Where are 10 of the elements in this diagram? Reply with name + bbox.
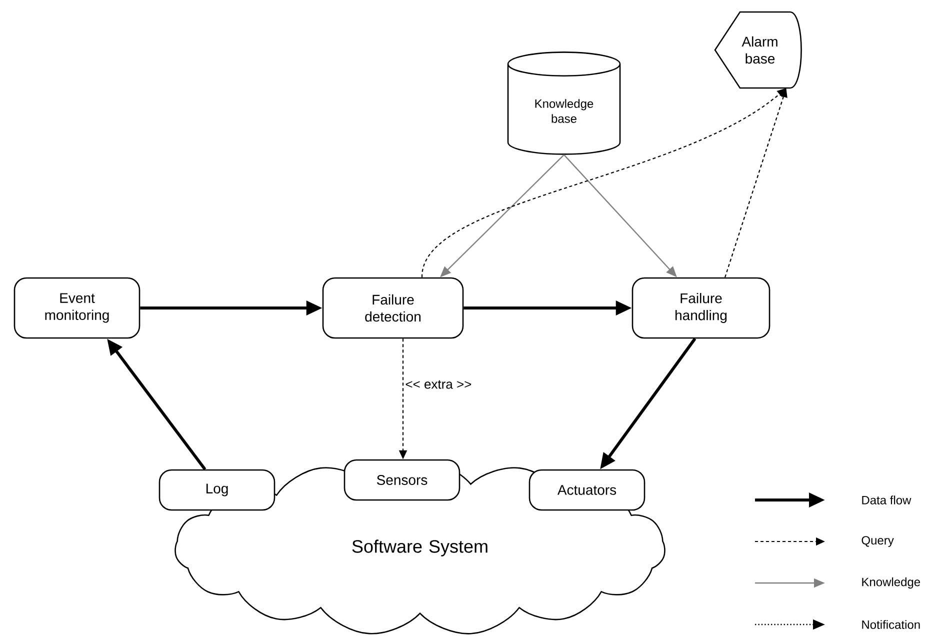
process-box: Failure handling — [632, 277, 770, 339]
legend-label: Data flow — [862, 496, 912, 504]
process-box: Event monitoring — [14, 277, 140, 339]
legend-label: Notification — [862, 620, 920, 629]
process-box: Log — [158, 469, 276, 511]
legend-label: Query — [862, 536, 894, 547]
edge-label: << extra >> — [404, 379, 473, 390]
legend-label: Knowledge — [862, 577, 920, 589]
database-cylinder: Knowledge base — [507, 52, 621, 155]
process-box: Failure detection — [322, 277, 464, 339]
